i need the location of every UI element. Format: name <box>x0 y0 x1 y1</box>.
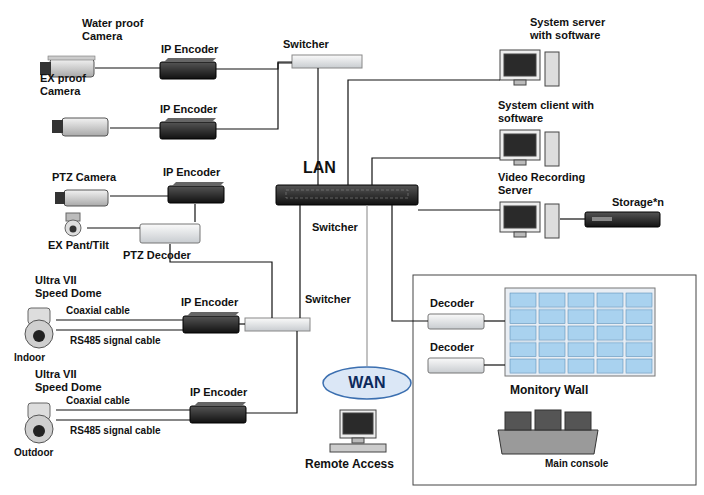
storage-icon <box>585 212 660 227</box>
cable-label: Coaxial cable <box>64 305 132 316</box>
device-node: IP Encoder <box>160 58 216 80</box>
device-node: Monitory Wall <box>505 288 655 376</box>
device-label: IP Encoder <box>161 43 218 56</box>
device-node: LANSwitcher <box>276 185 418 205</box>
camera-icon <box>40 56 108 206</box>
device-label: LAN <box>303 159 336 177</box>
device-node: EX proof Camera <box>52 114 110 139</box>
device-label: IP Encoder <box>163 166 220 179</box>
device-label: EX proof Camera <box>40 72 98 97</box>
console-icon <box>498 410 598 454</box>
device-node: Storage*n <box>585 212 660 227</box>
cable-line <box>348 80 500 185</box>
device-label: EX Pant/Tilt <box>48 239 109 252</box>
cable-line <box>560 218 585 219</box>
cable-line <box>56 319 183 320</box>
device-node: IP Encoder <box>183 312 239 334</box>
device-node: Main console <box>495 408 600 456</box>
network-cloud: WAN <box>322 366 412 400</box>
device-node: System server with software <box>500 48 560 86</box>
device-label: IP Encoder <box>160 103 217 116</box>
device-node: EX Pant/Tilt <box>60 213 87 237</box>
device-label: System server with software <box>530 16 630 41</box>
cable-line <box>216 63 292 129</box>
device-node: IP Encoder <box>190 402 246 424</box>
cable-line <box>194 204 195 222</box>
cable-line <box>246 331 297 413</box>
cable-line <box>56 419 190 420</box>
cable-line <box>87 227 140 228</box>
device-label: Outdoor <box>14 447 53 459</box>
ptz-decoder-icon <box>140 224 200 243</box>
device-label: Decoder <box>430 341 474 354</box>
device-node: IP Encoder <box>168 182 224 204</box>
device-node: Switcher <box>292 55 362 68</box>
pan-tilt-icon <box>65 213 81 236</box>
cable-label: RS485 signal cable <box>68 425 163 436</box>
device-label: Switcher <box>283 38 329 51</box>
device-node: Decoder <box>428 357 484 373</box>
device-node: Decoder <box>428 313 484 329</box>
cable-line <box>56 329 183 330</box>
cable-line <box>299 205 300 318</box>
device-label: Switcher <box>312 221 358 234</box>
device-label: Switcher <box>305 293 351 306</box>
device-label: Remote Access <box>305 458 394 472</box>
cable-line <box>484 364 505 365</box>
device-node: PTZ Camera <box>55 188 110 210</box>
cable-line <box>110 195 168 196</box>
device-label: IP Encoder <box>181 296 238 309</box>
device-label: Water proof Camera <box>82 17 152 42</box>
cable-line <box>366 205 367 366</box>
device-label: WAN <box>322 374 412 392</box>
cable-line <box>372 158 500 185</box>
device-label: PTZ Camera <box>52 171 116 184</box>
device-label: Decoder <box>430 297 474 310</box>
device-label: IP Encoder <box>190 386 247 399</box>
monitor-wall-icon <box>505 288 655 376</box>
device-node: Video Recording Server <box>500 200 560 238</box>
device-label: Indoor <box>14 352 45 364</box>
device-node: Remote Access <box>338 408 386 453</box>
device-label: Video Recording Server <box>498 171 598 196</box>
cable-label: RS485 signal cable <box>68 335 163 346</box>
cable-line <box>239 323 245 324</box>
decoder-icon <box>428 314 484 373</box>
cable-line <box>95 67 160 68</box>
cable-line <box>56 409 190 410</box>
device-node: System client with software <box>500 128 560 166</box>
device-node: Ultra VII Speed DomeOutdoor <box>20 403 56 443</box>
device-node: PTZ Decoder <box>140 222 200 244</box>
device-node: IP Encoder <box>160 118 216 140</box>
device-label: Monitory Wall <box>510 384 588 398</box>
device-label: Ultra VII Speed Dome <box>35 274 107 299</box>
cable-line <box>484 320 505 321</box>
device-label: Storage*n <box>612 196 664 209</box>
cable-line <box>110 127 160 128</box>
device-node: Ultra VII Speed DomeIndoor <box>20 308 56 348</box>
device-label: Ultra VII Speed Dome <box>35 368 107 393</box>
cable-line <box>418 209 500 210</box>
cable-label: Coaxial cable <box>64 395 132 406</box>
cable-line <box>392 205 428 321</box>
device-label: System client with software <box>498 99 598 124</box>
device-label: Main console <box>545 458 608 470</box>
device-node: Switcher <box>245 318 310 331</box>
device-label: PTZ Decoder <box>123 249 191 262</box>
